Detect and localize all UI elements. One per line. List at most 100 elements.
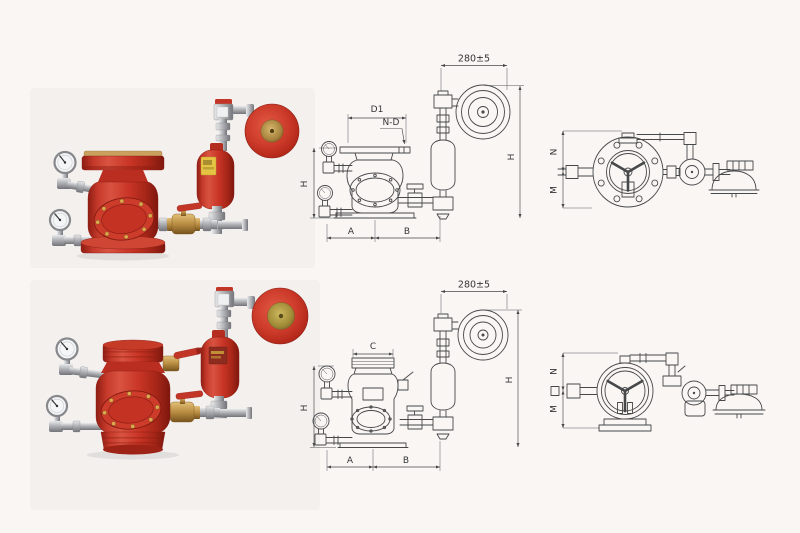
dim-flange-label: D1 — [371, 105, 384, 115]
dim-a-b: A B — [326, 441, 441, 471]
dim-b-label: B — [404, 227, 410, 237]
inlet-pipe-outline — [557, 165, 594, 179]
dim-n-label: N — [550, 368, 560, 375]
cover-bolts — [102, 391, 160, 429]
grooved-top-drawing: N M — [544, 330, 779, 465]
dim-body-c: C — [352, 342, 394, 357]
top-pipe-outline — [618, 132, 697, 160]
valve-base-outline — [603, 418, 647, 426]
valve-outline — [333, 146, 417, 219]
flanged-top-drawing: N M — [544, 96, 779, 241]
dim-height-right: H — [484, 85, 524, 218]
flanged-side-drawing: 280±5 H — [296, 46, 548, 248]
chamber-label — [208, 346, 228, 365]
gauge-lower-outline — [317, 185, 353, 218]
retard-chamber — [196, 143, 235, 210]
gauge-lower-outline — [312, 412, 353, 446]
cover-bolt-holes — [351, 173, 399, 207]
dim-bolts-label: N-D — [383, 118, 400, 128]
flange-bolt-holes — [597, 141, 659, 203]
dim-a-b: A B — [326, 216, 441, 242]
grooved-top-drawing-svg: N M — [550, 352, 766, 432]
flanged-side-drawing-svg: 280±5 H — [300, 54, 524, 242]
dim-height-left: H — [300, 147, 337, 219]
gauge-upper-outline — [321, 141, 353, 174]
grooved-valve-photo-svg — [45, 287, 309, 460]
drain-tee-outline — [432, 189, 454, 220]
pressure-switch — [214, 287, 235, 308]
dim-flange-d1: D1 — [347, 105, 407, 143]
grooved-valve-photo — [30, 280, 320, 510]
flanged-valve-photo-svg — [48, 99, 300, 261]
alarm-gong — [251, 287, 309, 345]
brass-ball-valve — [167, 202, 203, 235]
dim-height-left: H — [300, 365, 336, 448]
dim-m-label: M — [550, 186, 560, 194]
gong-outline — [457, 309, 509, 361]
gauge-upper-outline — [318, 365, 353, 400]
chamber-top-view — [681, 380, 707, 417]
riser-pipe — [216, 306, 232, 338]
pressure-gauge-upper — [53, 150, 77, 175]
dim-a-label: A — [347, 456, 354, 466]
dim-height-right: H — [484, 309, 522, 447]
side-valve-outline — [397, 379, 409, 391]
chamber-label — [200, 156, 217, 176]
gauge-piping — [49, 358, 108, 433]
dim-n-m: N M — [550, 130, 622, 209]
valve-lever — [176, 202, 203, 212]
dim-width-280: 280±5 — [440, 54, 508, 91]
drain-tee-outline — [432, 409, 454, 440]
dim-body-label: C — [370, 342, 376, 352]
riser-pipe — [215, 119, 231, 151]
pressure-gauge-lower — [45, 394, 69, 418]
alarm-pipe-outline — [397, 183, 434, 208]
grooved-side-drawing: 280±5 H — [296, 276, 548, 478]
pressure-gauge-lower — [48, 208, 72, 232]
cover-plate — [93, 197, 155, 241]
dim-width-label: 280±5 — [458, 280, 490, 291]
inlet-pipe-outline — [550, 383, 598, 399]
dim-b-label: B — [403, 456, 409, 466]
valve-top-view — [592, 136, 664, 208]
dim-n-label: N — [550, 149, 560, 156]
cover-bolt-holes — [350, 405, 392, 433]
grooved-side-drawing-svg: 280±5 H — [300, 280, 522, 471]
pressure-gauge-upper — [55, 337, 79, 361]
dim-n-m: N M — [550, 352, 618, 429]
retard-chamber-outline — [430, 362, 456, 411]
dim-height-left-label: H — [300, 405, 310, 412]
dim-width-label: 280±5 — [458, 54, 490, 65]
valve-top-view — [596, 362, 654, 432]
dim-a-label: A — [348, 227, 355, 237]
gong-outline — [455, 84, 511, 140]
flanged-top-drawing-svg: N M — [550, 130, 760, 209]
pressure-switch — [213, 99, 234, 121]
valve-lever — [175, 390, 204, 400]
dim-height-right-label: H — [505, 377, 515, 384]
alarm-pipe-outline — [399, 405, 434, 430]
nameplate-outline — [362, 387, 384, 401]
striker-housing-outline — [684, 400, 706, 417]
gong-top-view — [704, 160, 760, 198]
dim-width-280: 280±5 — [440, 280, 508, 313]
brass-ball-valve — [165, 390, 204, 423]
gong-top-view — [705, 384, 766, 419]
mid-fittings-outline — [662, 165, 681, 179]
cover-bolts — [95, 198, 153, 240]
chamber-top-view — [678, 158, 706, 186]
top-pipe-outline — [619, 352, 686, 387]
riser-pipe-outline — [436, 330, 450, 364]
dim-height-right-label: H — [507, 154, 517, 161]
riser-pipe-outline — [436, 107, 450, 141]
retard-chamber-outline — [430, 139, 456, 191]
valve-outline — [337, 357, 414, 448]
alarm-gong — [244, 103, 300, 159]
pressure-switch-outline — [433, 313, 459, 332]
pressure-switch-outline — [433, 90, 459, 109]
retard-chamber — [200, 330, 240, 399]
cover-plate — [100, 390, 162, 430]
flanged-valve-photo — [30, 88, 315, 268]
drain-lever-valve — [162, 347, 203, 372]
